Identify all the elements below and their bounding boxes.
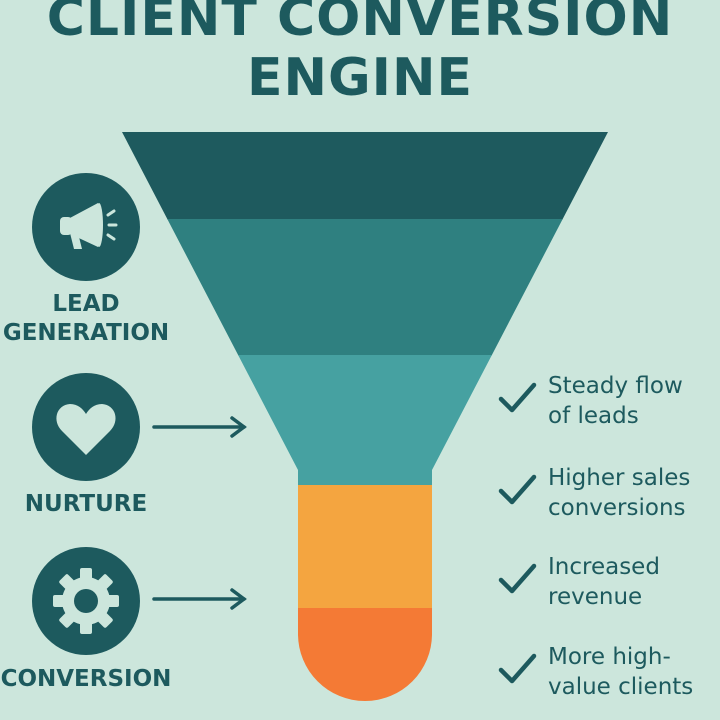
checkmark-icon <box>498 382 537 413</box>
gear-icon <box>32 547 140 655</box>
benefit-text: Increased <box>548 554 660 580</box>
title-line-2: ENGINE <box>246 48 474 108</box>
checkmark-icon <box>498 653 537 684</box>
funnel-band-1 <box>122 132 608 220</box>
benefit-text: conversions <box>548 495 686 521</box>
stage-label-line: LEAD <box>52 291 120 317</box>
stage-label-line: GENERATION <box>2 320 170 346</box>
checkmark-icon <box>498 474 537 505</box>
benefit-text: of leads <box>548 403 639 429</box>
stage-label-line: NURTURE <box>24 491 148 517</box>
benefit-text: More high- <box>548 644 671 670</box>
benefit-text: Higher sales <box>548 465 691 491</box>
benefit-text: Steady flow <box>548 373 683 399</box>
stage-label-conversion: CONVERSION <box>0 665 172 694</box>
heart-icon <box>32 373 140 481</box>
stage-label-lead-generation: LEAD GENERATION <box>0 290 172 348</box>
title-line-1: CLIENT CONVERSION <box>46 0 674 48</box>
funnel-stem-lower <box>298 608 432 701</box>
stage-label-line: CONVERSION <box>0 666 172 692</box>
funnel-stem-upper <box>298 485 432 609</box>
checkmark-icon <box>498 563 537 594</box>
funnel-band-2 <box>122 219 608 356</box>
arrow-right-icon <box>152 416 247 438</box>
megaphone-icon <box>32 173 140 281</box>
benefit-text: value clients <box>548 674 694 700</box>
benefit-text: revenue <box>548 584 643 610</box>
stage-label-nurture: NURTURE <box>0 490 172 519</box>
arrow-right-icon <box>152 588 247 610</box>
